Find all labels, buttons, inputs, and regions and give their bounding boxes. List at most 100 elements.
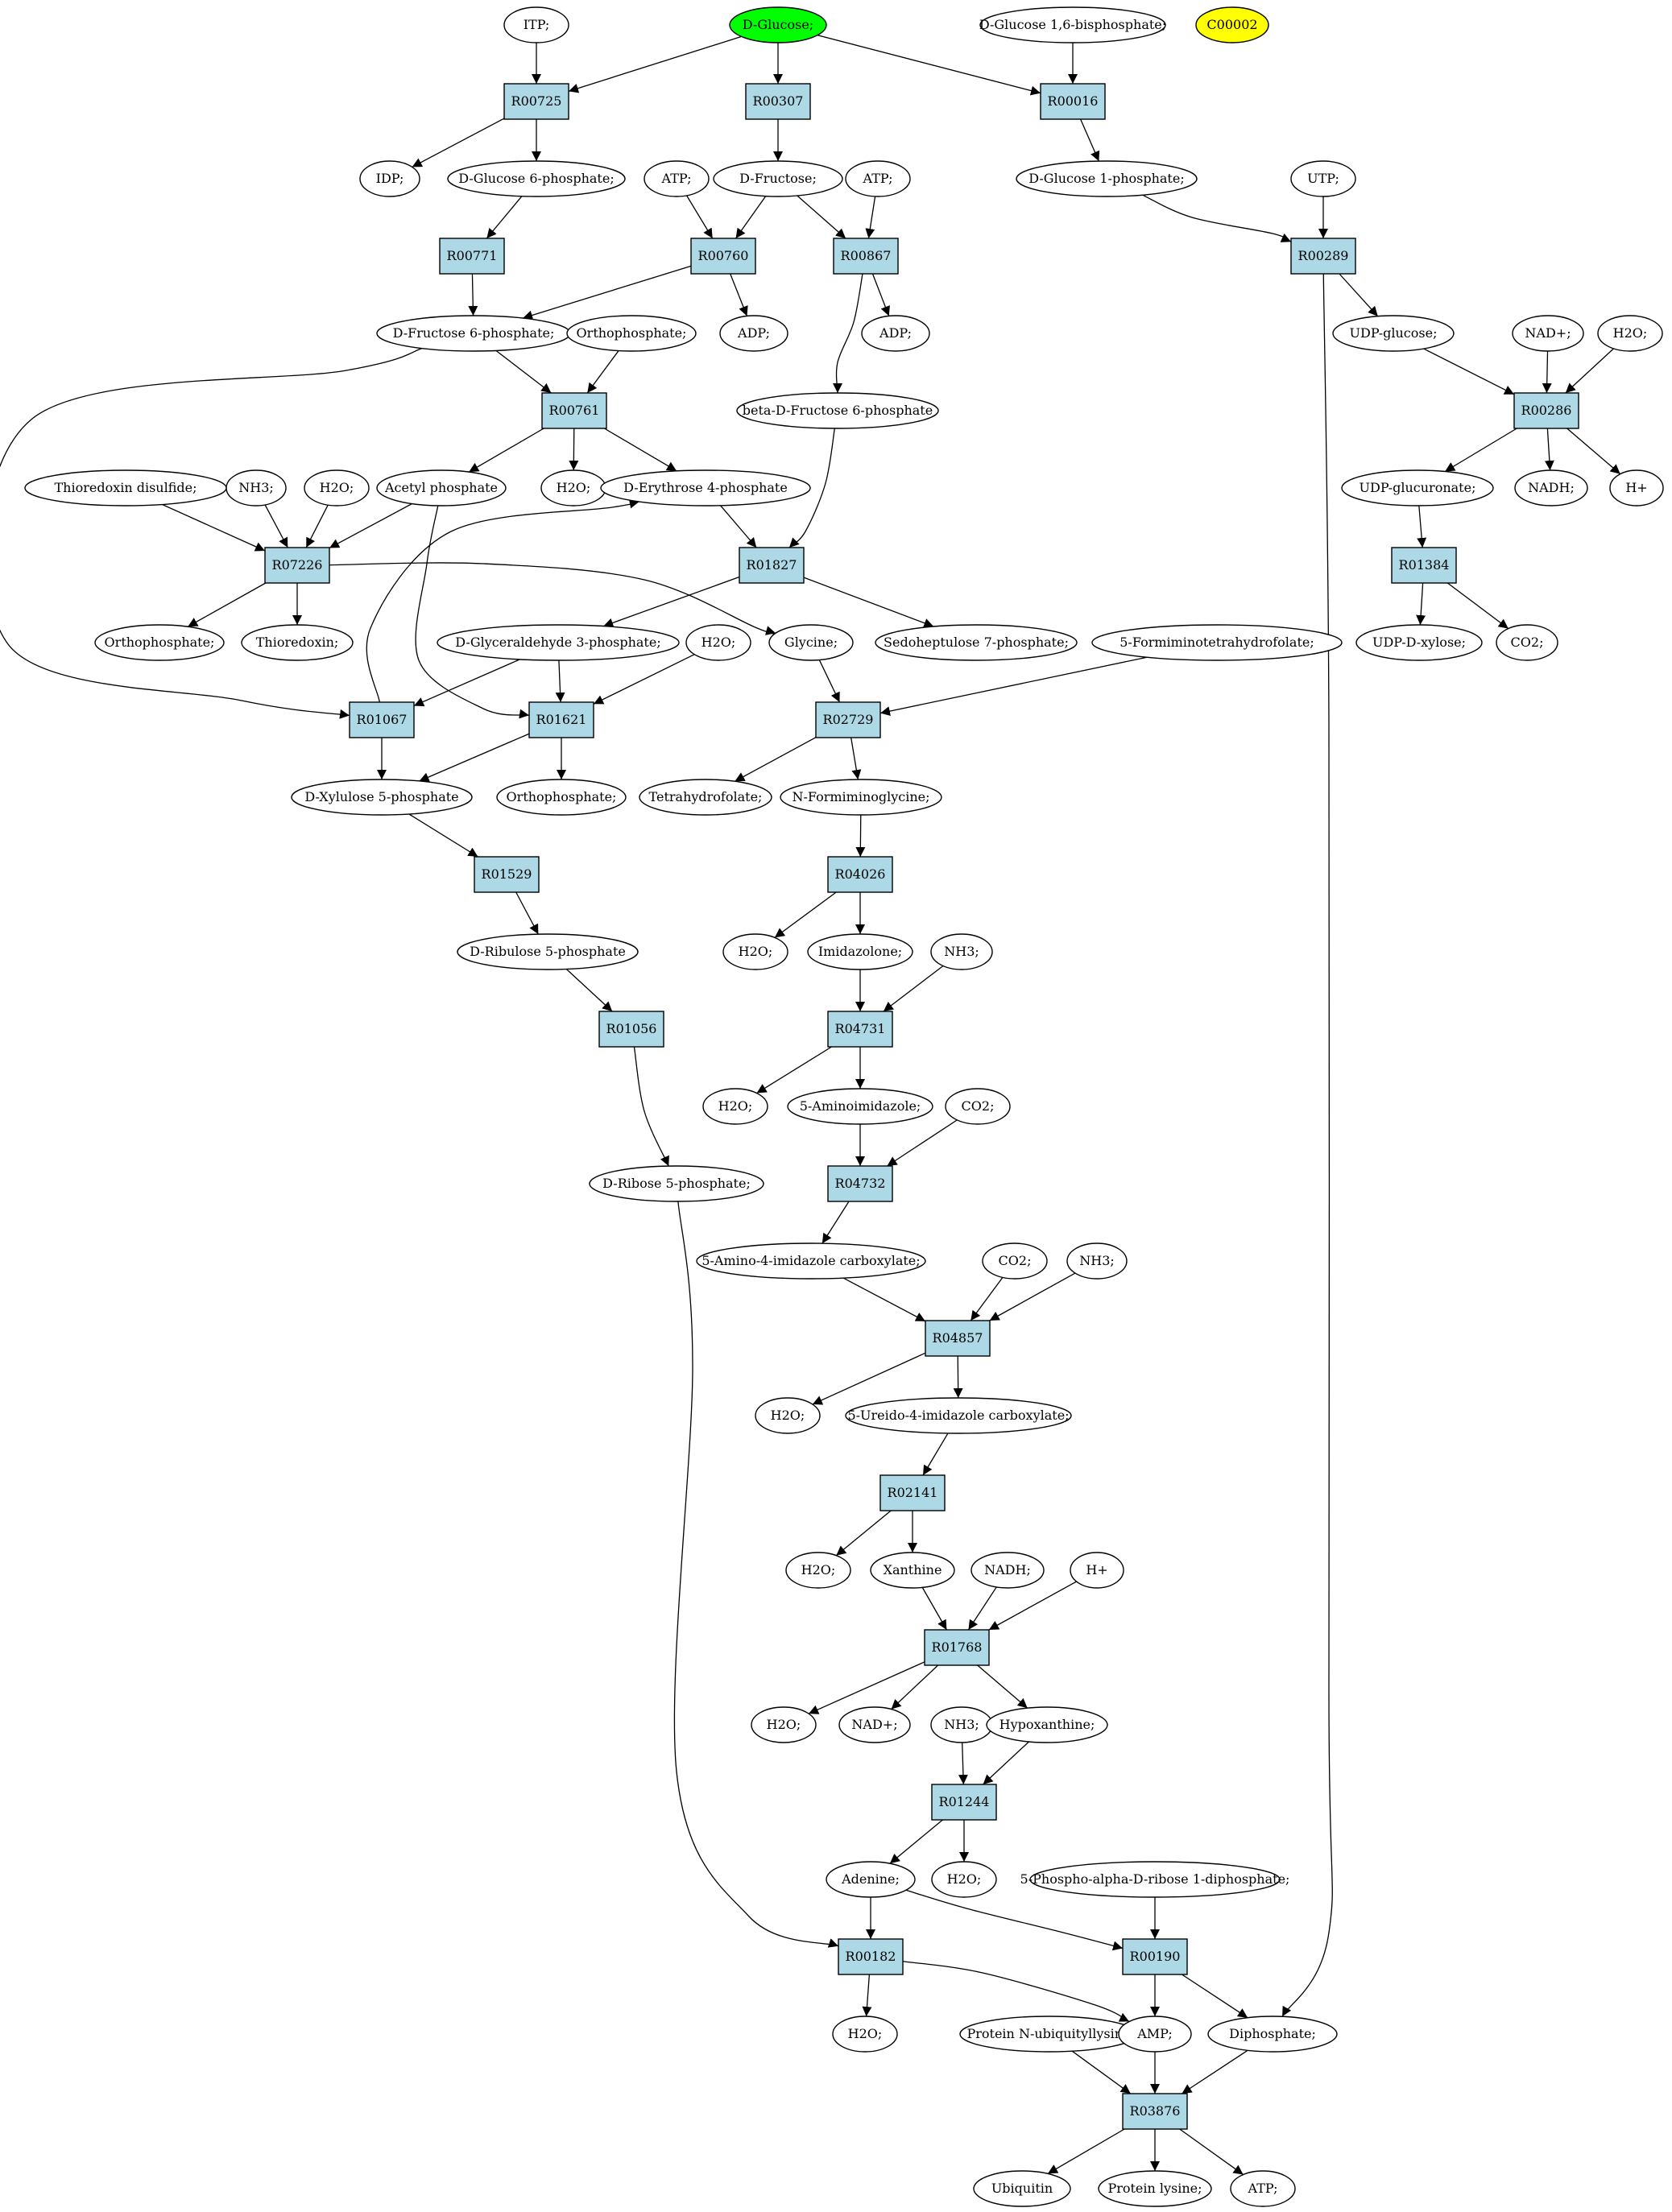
reaction-box	[503, 83, 569, 120]
metabolite-label: Hypoxanthine;	[999, 1717, 1095, 1732]
metabolite-label: ATP;	[863, 171, 893, 186]
reaction-edge	[970, 1276, 1004, 1321]
reaction-node: R01529	[474, 856, 540, 893]
reaction-edge	[264, 504, 288, 548]
reaction-label: R00286	[1521, 403, 1572, 418]
metabolite-label: H2O;	[320, 480, 354, 495]
reaction-label: R04731	[835, 1021, 886, 1036]
reaction-label: R01056	[606, 1021, 657, 1036]
metabolite-label: Acetyl phosphate	[384, 480, 498, 495]
metabolite-ellipse	[1070, 1552, 1124, 1589]
metabolite-node: 5-Aminoimidazole;	[787, 1088, 933, 1125]
metabolite-ellipse	[1029, 1861, 1281, 1898]
metabolite-ellipse	[870, 1552, 955, 1589]
metabolite-label: D-Ribulose 5-phosphate	[470, 944, 626, 959]
reaction-node: R01056	[598, 1011, 664, 1048]
metabolite-label: ADP;	[879, 325, 912, 341]
reaction-edge	[415, 505, 530, 719]
metabolite-ellipse	[838, 1706, 911, 1743]
metabolite-ellipse	[787, 1088, 933, 1125]
reaction-edge	[603, 576, 740, 628]
reaction-edge	[633, 1046, 669, 1167]
reaction-edge	[977, 1664, 1028, 1709]
metabolite-ellipse	[719, 315, 788, 352]
metabolite-node: ITP;	[503, 6, 569, 43]
metabolite-label: Orthophosphate;	[577, 325, 687, 341]
metabolite-label: D-Glyceraldehyde 3-phosphate;	[455, 635, 660, 650]
metabolite-label: ADP;	[737, 325, 770, 341]
metabolite-node: NADH;	[971, 1552, 1045, 1589]
reaction-edge	[686, 195, 714, 239]
reaction-edge	[835, 1510, 892, 1557]
reaction-edge	[817, 35, 1041, 96]
reaction-edge	[922, 1433, 949, 1476]
reaction-edge	[412, 118, 505, 167]
metabolite-label: H2O;	[801, 1562, 836, 1577]
reaction-label: R02729	[823, 712, 874, 727]
reaction-label: R00867	[841, 248, 892, 263]
metabolite-ellipse	[1496, 624, 1558, 661]
metabolite-node: Orthophosphate;	[496, 779, 627, 816]
metabolite-ellipse	[986, 1706, 1108, 1743]
reaction-node: R01384	[1391, 547, 1457, 584]
metabolite-label: H2O;	[739, 944, 773, 959]
metabolite-label: H2O;	[557, 480, 591, 495]
metabolite-ellipse	[807, 933, 913, 970]
reaction-edge	[1416, 582, 1426, 626]
reaction-edge	[486, 196, 523, 239]
reaction-node: R01827	[739, 547, 805, 584]
metabolite-ellipse	[722, 933, 788, 970]
metabolite-node: NAD+;	[838, 1706, 911, 1743]
reaction-edge	[1182, 1974, 1248, 2019]
reaction-edge	[803, 577, 934, 628]
reaction-label: R00182	[846, 1949, 896, 1964]
metabolite-label: Orthophosphate;	[105, 635, 215, 650]
metabolite-label: Thioredoxin disulfide;	[54, 480, 197, 495]
reaction-edge	[1565, 348, 1614, 394]
reaction-edge	[565, 969, 613, 1012]
metabolite-ellipse	[1195, 6, 1269, 43]
reaction-edge	[569, 428, 579, 471]
metabolite-ellipse	[845, 1397, 1072, 1434]
metabolite-node: H2O;	[751, 1706, 817, 1743]
metabolite-ellipse	[736, 392, 939, 429]
reaction-label: R00771	[447, 248, 498, 263]
metabolite-ellipse	[359, 160, 420, 197]
reaction-edge	[408, 813, 478, 858]
reaction-box	[1040, 83, 1106, 120]
metabolite-ellipse	[832, 2016, 898, 2053]
reaction-edge	[891, 1664, 939, 1710]
reaction-edge	[822, 1201, 850, 1244]
reaction-label: R00289	[1298, 248, 1349, 263]
reaction-edge	[162, 503, 266, 552]
reaction-edge	[1446, 582, 1509, 630]
metabolite-ellipse	[503, 6, 569, 43]
metabolite-node: CO2;	[1496, 624, 1558, 661]
metabolite-node: H2O;	[304, 469, 370, 506]
metabolite-ellipse	[1098, 2170, 1212, 2207]
metabolite-ellipse	[755, 1397, 821, 1434]
metabolite-node: Protein N-ubiquityllysine	[959, 2016, 1138, 2053]
reaction-box	[1290, 238, 1356, 275]
metabolite-label: CO2;	[999, 1253, 1032, 1268]
reaction-box	[924, 1629, 990, 1666]
metabolite-ellipse	[1118, 2016, 1192, 2053]
reaction-edge	[568, 35, 742, 93]
metabolite-node: NH3;	[1066, 1242, 1128, 1280]
reaction-edge	[832, 273, 863, 394]
metabolite-label: Ubiquitin	[991, 2181, 1053, 2196]
reaction-edge	[735, 196, 767, 239]
reaction-edge	[720, 505, 757, 548]
metabolite-label: UTP;	[1307, 171, 1339, 186]
reaction-box	[439, 238, 505, 275]
reaction-edge	[522, 265, 692, 320]
metabolite-label: H2O;	[771, 1408, 805, 1423]
metabolite-label: D-Fructose;	[739, 171, 817, 186]
metabolite-node: H2O;	[1597, 315, 1663, 352]
metabolite-node: Glycine;	[768, 624, 854, 661]
metabolite-node: N-Formiminoglycine;	[780, 779, 942, 816]
metabolite-ellipse	[600, 469, 811, 506]
metabolite-label: 5-Ureido-4-imidazole carboxylate;	[847, 1408, 1069, 1423]
metabolite-ellipse	[639, 779, 772, 816]
